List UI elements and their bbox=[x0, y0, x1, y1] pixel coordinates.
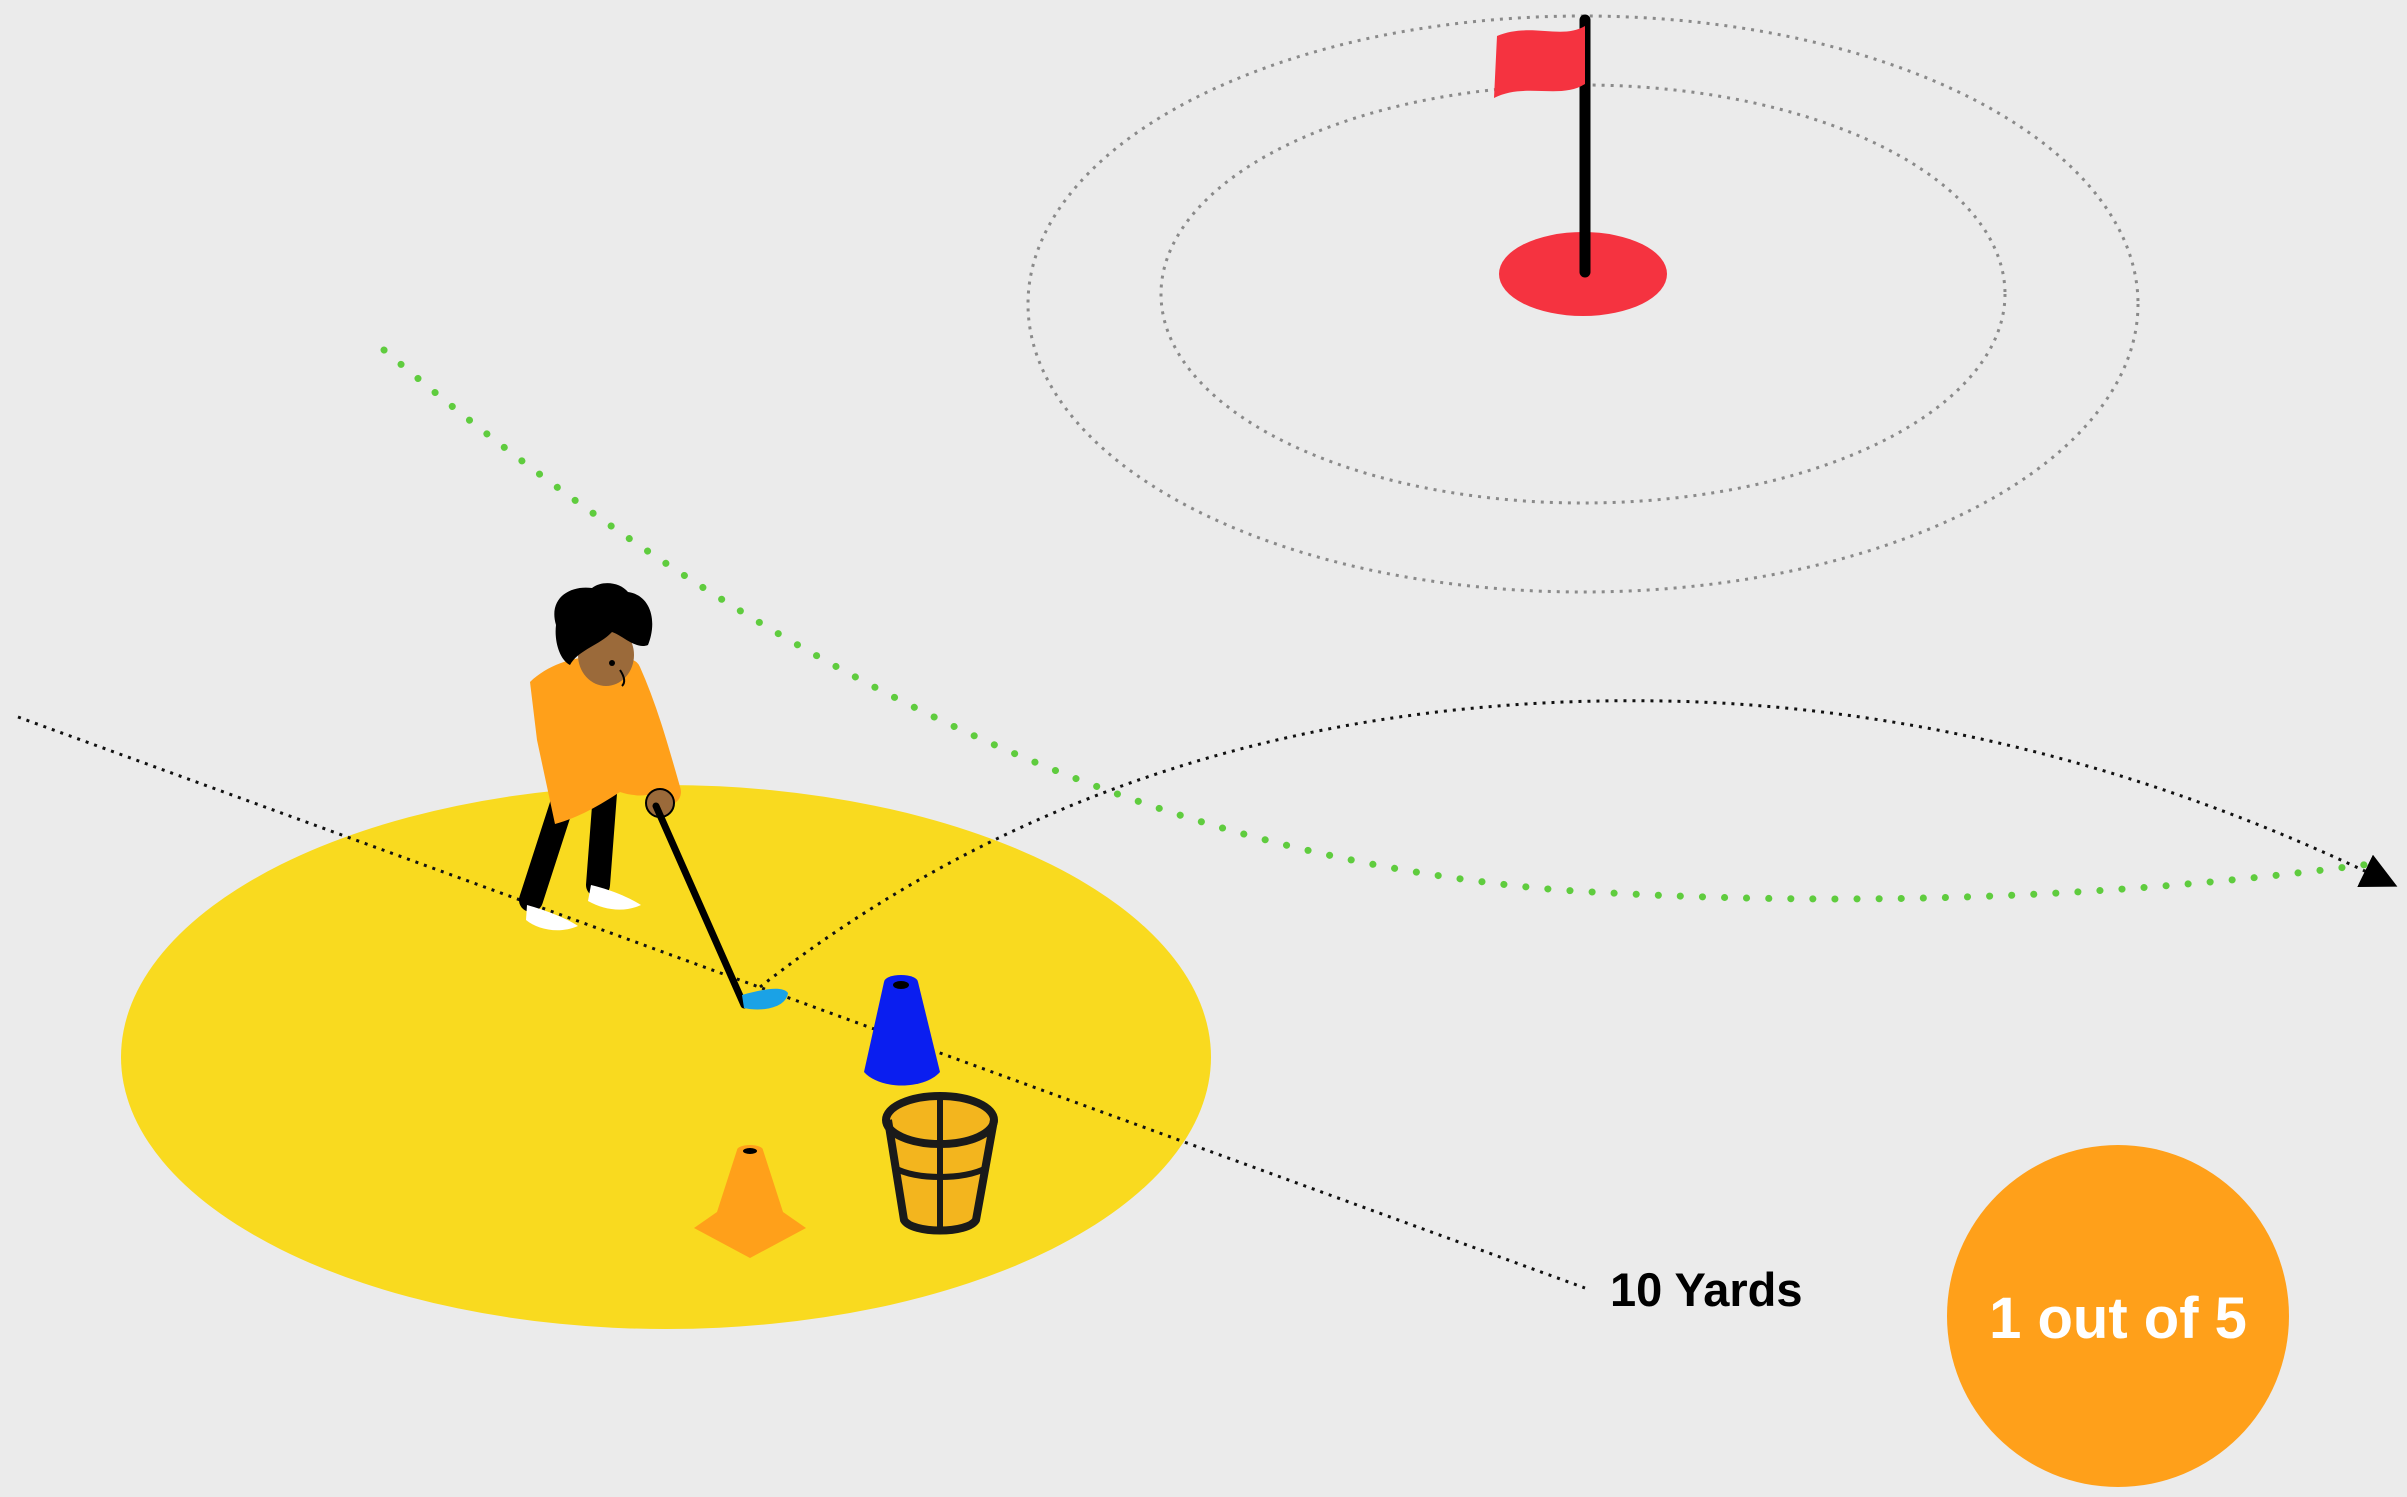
ball-basket-icon bbox=[886, 1096, 994, 1231]
attempt-badge: 1 out of 5 bbox=[1947, 1145, 2289, 1487]
distance-label: 10 Yards bbox=[1610, 1263, 1803, 1316]
tee-area bbox=[121, 785, 1211, 1329]
attempt-count: 1 out of 5 bbox=[1989, 1286, 2247, 1351]
